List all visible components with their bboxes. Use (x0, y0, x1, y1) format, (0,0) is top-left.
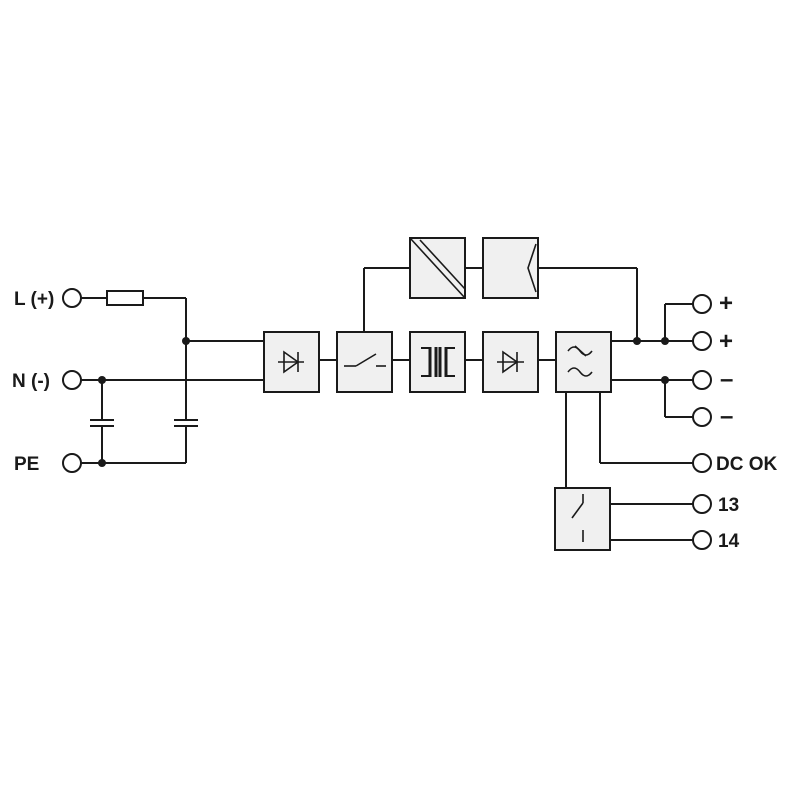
label-minus-1: – (720, 366, 733, 393)
label-13: 13 (718, 495, 739, 516)
transformer-icon (421, 347, 455, 377)
terminal-minus-1 (692, 370, 712, 390)
chevron-icon (527, 243, 537, 293)
label-14: 14 (718, 531, 740, 552)
terminal-pe (62, 453, 82, 473)
transformer-block (409, 331, 466, 393)
terminal-14 (692, 530, 712, 550)
terminal-dc-ok (692, 453, 712, 473)
dc-converter-icon (409, 237, 466, 299)
rectifier-block (263, 331, 320, 393)
capacitor-n-pe-symbol (90, 419, 114, 427)
input-wiring (81, 297, 264, 464)
junction-dot-minus (661, 376, 669, 384)
terminal-l (62, 288, 82, 308)
output-rectifier-block (482, 331, 539, 393)
diode-icon (278, 350, 304, 374)
terminal-13 (692, 494, 712, 514)
filter-block (555, 331, 612, 393)
regulation-block (409, 237, 466, 299)
control-block (482, 237, 539, 299)
relay-contact-icon (571, 494, 584, 542)
junction-dot-l (182, 337, 190, 345)
label-minus-2: – (720, 403, 733, 430)
junction-dot-plus-b (661, 337, 669, 345)
label-dc-ok: DC OK (716, 454, 778, 475)
terminal-n (62, 370, 82, 390)
terminal-plus-2 (692, 331, 712, 351)
diode-icon (497, 350, 524, 374)
label-plus-2: + (719, 328, 733, 355)
relay-block (554, 487, 611, 551)
filter-icon (567, 345, 593, 377)
main-chain-wiring (319, 267, 638, 361)
label-plus-1: + (719, 290, 733, 317)
label-l: L (+) (14, 289, 54, 310)
switch-icon (344, 353, 386, 367)
junction-dot-n (98, 376, 106, 384)
terminal-minus-2 (692, 407, 712, 427)
terminal-plus-1 (692, 294, 712, 314)
label-n: N (-) (12, 371, 50, 392)
switching-block (336, 331, 393, 393)
junction-dot-pe (98, 459, 106, 467)
fuse-symbol (106, 290, 144, 306)
label-pe: PE (14, 454, 39, 475)
capacitor-l-pe-symbol (174, 419, 198, 427)
junction-dot-plus-a (633, 337, 641, 345)
